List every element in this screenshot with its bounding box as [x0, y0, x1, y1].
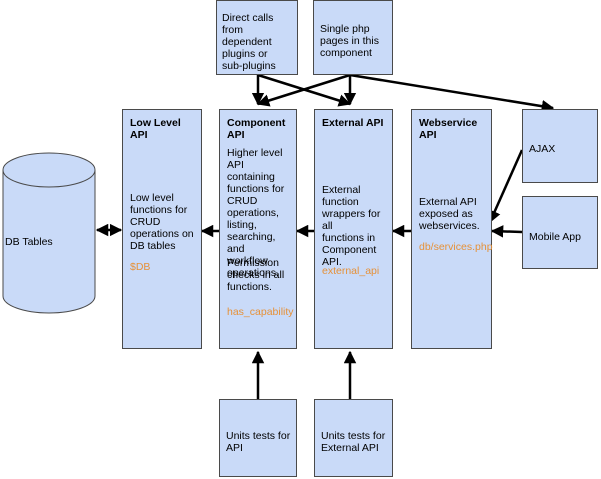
- single-php-box: Single php pages in this component: [313, 0, 393, 75]
- component-api-permission: Permission checks in all functions.: [227, 257, 285, 293]
- direct-calls-box: Direct calls from dependent plugins or s…: [216, 0, 298, 75]
- unit-tests-external-label: Units tests for External API: [321, 430, 386, 454]
- arrow-single-to-ajax: [349, 73, 555, 113]
- db-cylinder: [2, 152, 96, 314]
- webservice-api-box: Webservice API External API exposed as w…: [411, 109, 493, 349]
- ajax-box: AJAX: [522, 109, 598, 183]
- external-api-code: external_api: [322, 265, 380, 277]
- low-level-api-box: Low Level API Low level functions for CR…: [122, 109, 202, 349]
- component-api-box: Component API Higher level API containin…: [219, 109, 297, 349]
- webservice-api-title: Webservice API: [419, 117, 478, 141]
- direct-calls-label: Direct calls from dependent plugins or s…: [222, 12, 276, 72]
- component-api-title: Component API: [227, 117, 286, 141]
- arrow-mobile-to-webservice: [490, 225, 523, 238]
- mobile-app-box: Mobile App: [522, 196, 598, 269]
- low-level-api-title: Low Level API: [130, 117, 181, 141]
- low-level-api-code: $DB: [130, 261, 151, 273]
- ajax-label: AJAX: [529, 143, 556, 155]
- external-api-box: External API External function wrappers …: [314, 109, 393, 349]
- unit-tests-api-label: Units tests for API: [226, 430, 291, 454]
- single-php-label: Single php pages in this component: [320, 23, 379, 59]
- arrow-ajax-to-webservice: [488, 149, 524, 224]
- unit-tests-api-box: Units tests for API: [219, 399, 297, 477]
- webservice-api-desc: External API exposed as webservices.: [419, 196, 480, 232]
- low-level-api-desc: Low level functions for CRUD operations …: [130, 192, 194, 252]
- component-api-desc: Higher level API containing functions fo…: [227, 147, 285, 279]
- external-api-title: External API: [322, 117, 384, 129]
- webservice-api-code: db/services.php: [419, 241, 493, 253]
- db-tables-label: DB Tables: [5, 236, 53, 248]
- unit-tests-external-box: Units tests for External API: [314, 399, 393, 477]
- arrow-single-to-component: [256, 73, 351, 107]
- component-api-code: has_capability: [227, 306, 294, 318]
- external-api-desc: External function wrappers for all funct…: [322, 184, 381, 268]
- mobile-app-label: Mobile App: [529, 231, 581, 243]
